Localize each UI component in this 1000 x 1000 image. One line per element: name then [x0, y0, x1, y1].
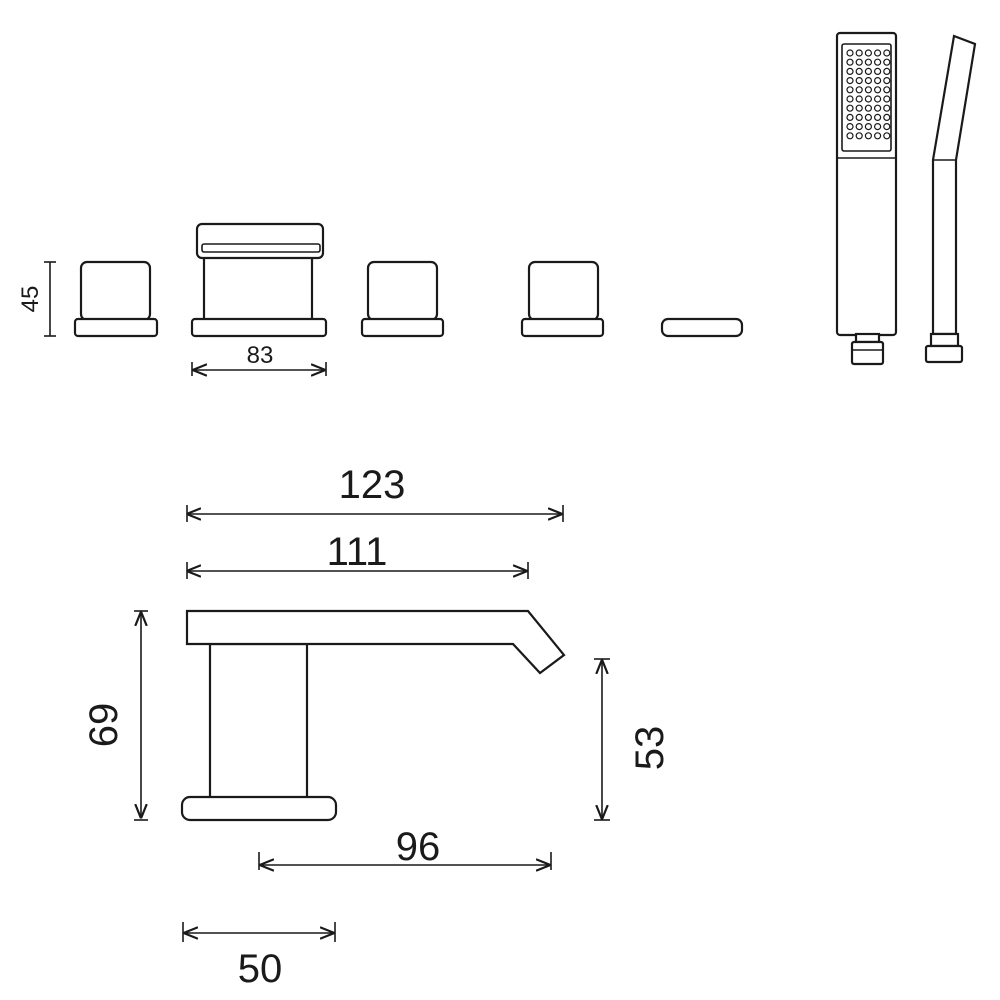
shower-nozzle	[846, 122, 854, 131]
handle-right	[520, 260, 605, 338]
shower-nozzle	[883, 122, 891, 131]
handle-left	[73, 260, 159, 338]
dim-body-width: 83	[191, 342, 327, 376]
shower-nozzle	[855, 122, 863, 131]
shower-nozzle	[864, 95, 873, 103]
dim-base-width: 50	[182, 922, 336, 991]
hand-shower-side	[924, 34, 977, 364]
shower-nozzle	[864, 76, 873, 85]
dim-label-123: 123	[339, 463, 406, 507]
shower-nozzle	[864, 132, 873, 140]
shower-nozzle	[855, 104, 863, 112]
dim-spout-length-total: 123	[186, 463, 564, 522]
shower-nozzle	[855, 113, 863, 122]
dim-label-96: 96	[396, 825, 441, 869]
shower-nozzle	[855, 95, 863, 103]
shower-nozzle	[846, 95, 854, 103]
dim-label-69: 69	[82, 703, 126, 748]
shower-nozzle	[846, 67, 854, 76]
shower-nozzle	[883, 86, 891, 94]
shower-nozzle	[864, 58, 873, 66]
elevation-view: 45 83	[17, 31, 977, 376]
shower-nozzle	[883, 49, 891, 57]
spout-side-view: 123 111 69 53 96	[82, 463, 672, 991]
shower-nozzle	[864, 49, 873, 57]
shower-nozzle	[873, 49, 882, 57]
shower-nozzle	[883, 76, 891, 85]
dim-spout-outlet-height: 53	[594, 658, 672, 821]
shower-nozzle	[873, 95, 882, 103]
shower-nozzle	[883, 95, 891, 103]
shower-nozzle	[864, 122, 873, 131]
shower-nozzle	[873, 104, 882, 112]
shower-nozzle	[883, 67, 891, 76]
shower-nozzle	[846, 49, 854, 57]
shower-nozzle	[855, 67, 863, 76]
shower-nozzle	[855, 49, 863, 57]
shower-nozzle	[873, 86, 882, 94]
shower-nozzle	[855, 58, 863, 66]
handle-middle	[360, 260, 445, 338]
dim-label-45: 45	[17, 286, 44, 313]
hand-shower-front	[835, 31, 898, 366]
shower-nozzle	[873, 67, 882, 76]
shower-nozzle	[855, 132, 863, 140]
shower-nozzle	[864, 67, 873, 76]
shower-nozzle	[846, 132, 854, 140]
shower-nozzle	[873, 113, 882, 122]
shower-nozzle	[873, 58, 882, 66]
shower-nozzle	[883, 58, 891, 66]
shower-nozzle	[855, 76, 863, 85]
escutcheon-plate	[660, 317, 744, 338]
shower-nozzle	[873, 76, 882, 85]
shower-nozzle	[846, 86, 854, 94]
dim-spout-projection: 96	[258, 825, 552, 870]
shower-nozzle	[864, 113, 873, 122]
dim-label-50: 50	[238, 947, 283, 991]
shower-nozzle	[883, 132, 891, 140]
shower-nozzle	[873, 122, 882, 131]
shower-nozzle	[846, 58, 854, 66]
shower-nozzle	[855, 86, 863, 94]
dim-label-83: 83	[247, 342, 274, 369]
dim-label-53: 53	[628, 726, 672, 771]
shower-nozzle	[883, 113, 891, 122]
dim-label-111: 111	[327, 530, 388, 574]
shower-nozzle	[873, 132, 882, 140]
dim-spout-height: 69	[82, 610, 148, 821]
shower-nozzle	[846, 104, 854, 112]
dim-overall-height: 45	[17, 261, 56, 337]
dim-spout-length-inner: 111	[186, 530, 529, 579]
shower-nozzle	[864, 104, 873, 112]
shower-nozzle	[883, 104, 891, 112]
shower-nozzle	[846, 76, 854, 85]
shower-nozzle	[846, 113, 854, 122]
shower-nozzle	[864, 86, 873, 94]
spout-front	[190, 222, 328, 338]
